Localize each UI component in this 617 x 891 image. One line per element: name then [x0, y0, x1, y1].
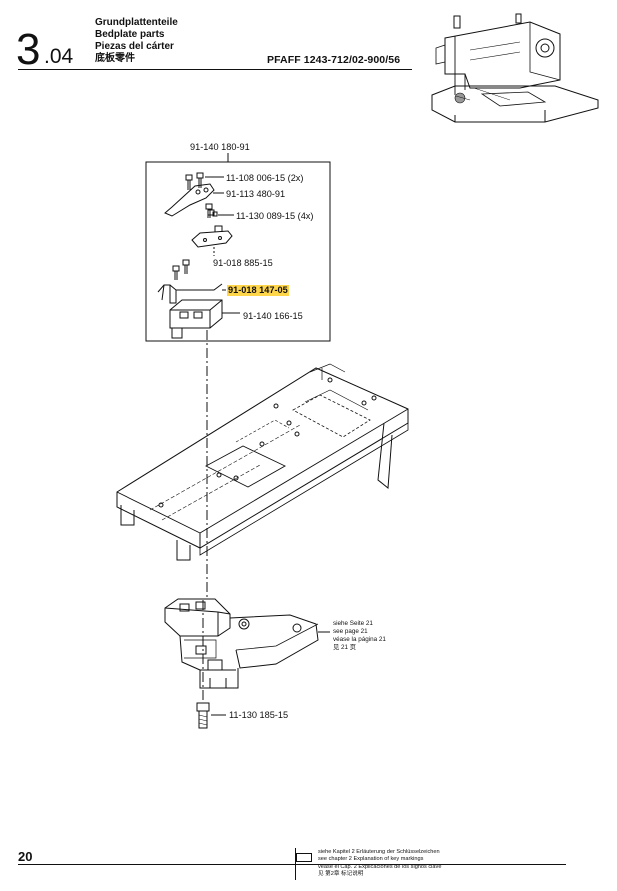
see-page-spanish: véase la página 21	[333, 636, 386, 643]
legend-chinese: 见 第2章 标记说明	[318, 871, 364, 877]
assembly-box	[145, 161, 331, 342]
screw-pair-drawing	[185, 172, 224, 190]
title-german: Grundplattenteile	[95, 17, 178, 28]
legend-spanish: véase el Cap. 2 Explicaciones de los sig…	[318, 864, 442, 870]
part-label-screw-pair: 11-108 006-15 (2x)	[226, 173, 304, 183]
legend-english: see chapter 2 Explanation of key marking…	[318, 856, 424, 862]
key-marking-box	[296, 853, 312, 862]
title-spanish: Piezas del cárter	[95, 41, 174, 52]
cover-plate-drawing	[164, 183, 224, 217]
section-number: 3	[16, 25, 41, 74]
screw-four-drawing	[205, 203, 234, 218]
part-label-block: 91-140 166-15	[243, 311, 303, 321]
part-label-cover-plate: 91-113 480-91	[226, 189, 286, 199]
part-label-bottom-screw: 11-130 185-15	[229, 710, 289, 720]
bottom-screw-drawing	[196, 702, 226, 729]
title-chinese: 底板零件	[95, 53, 135, 64]
sewing-machine-thumbnail	[431, 13, 599, 123]
part-label-bracket: 91-018 885-15	[213, 258, 273, 268]
header-rule	[18, 69, 412, 70]
see-page-english: see page 21	[333, 628, 368, 635]
bracket-drawing	[191, 225, 233, 256]
footer-rule	[18, 864, 566, 865]
bedplate-drawing	[116, 363, 409, 561]
bottom-assembly-drawing	[164, 598, 319, 689]
footer-divider	[295, 848, 296, 880]
block-drawing	[169, 299, 240, 339]
title-english: Bedplate parts	[95, 29, 165, 40]
see-page-chinese: 见 21 页	[333, 644, 357, 651]
page-number: 20	[18, 849, 33, 864]
section-subnumber: .04	[44, 45, 74, 68]
part-label-assembly: 91-140 180-91	[190, 142, 250, 152]
part-label-spring-highlighted: 91-018 147-05	[227, 285, 289, 296]
part-label-screw-four: 11-130 089-15 (4x)	[236, 211, 314, 221]
spring-drawing	[157, 283, 226, 304]
spring-screws-drawing	[172, 259, 190, 280]
legend-german: siehe Kapitel 2 Erläuterung der Schlüsse…	[318, 849, 440, 855]
machine-model: PFAFF 1243-712/02-900/56	[267, 54, 401, 66]
see-page-german: siehe Seite 21	[333, 620, 373, 627]
